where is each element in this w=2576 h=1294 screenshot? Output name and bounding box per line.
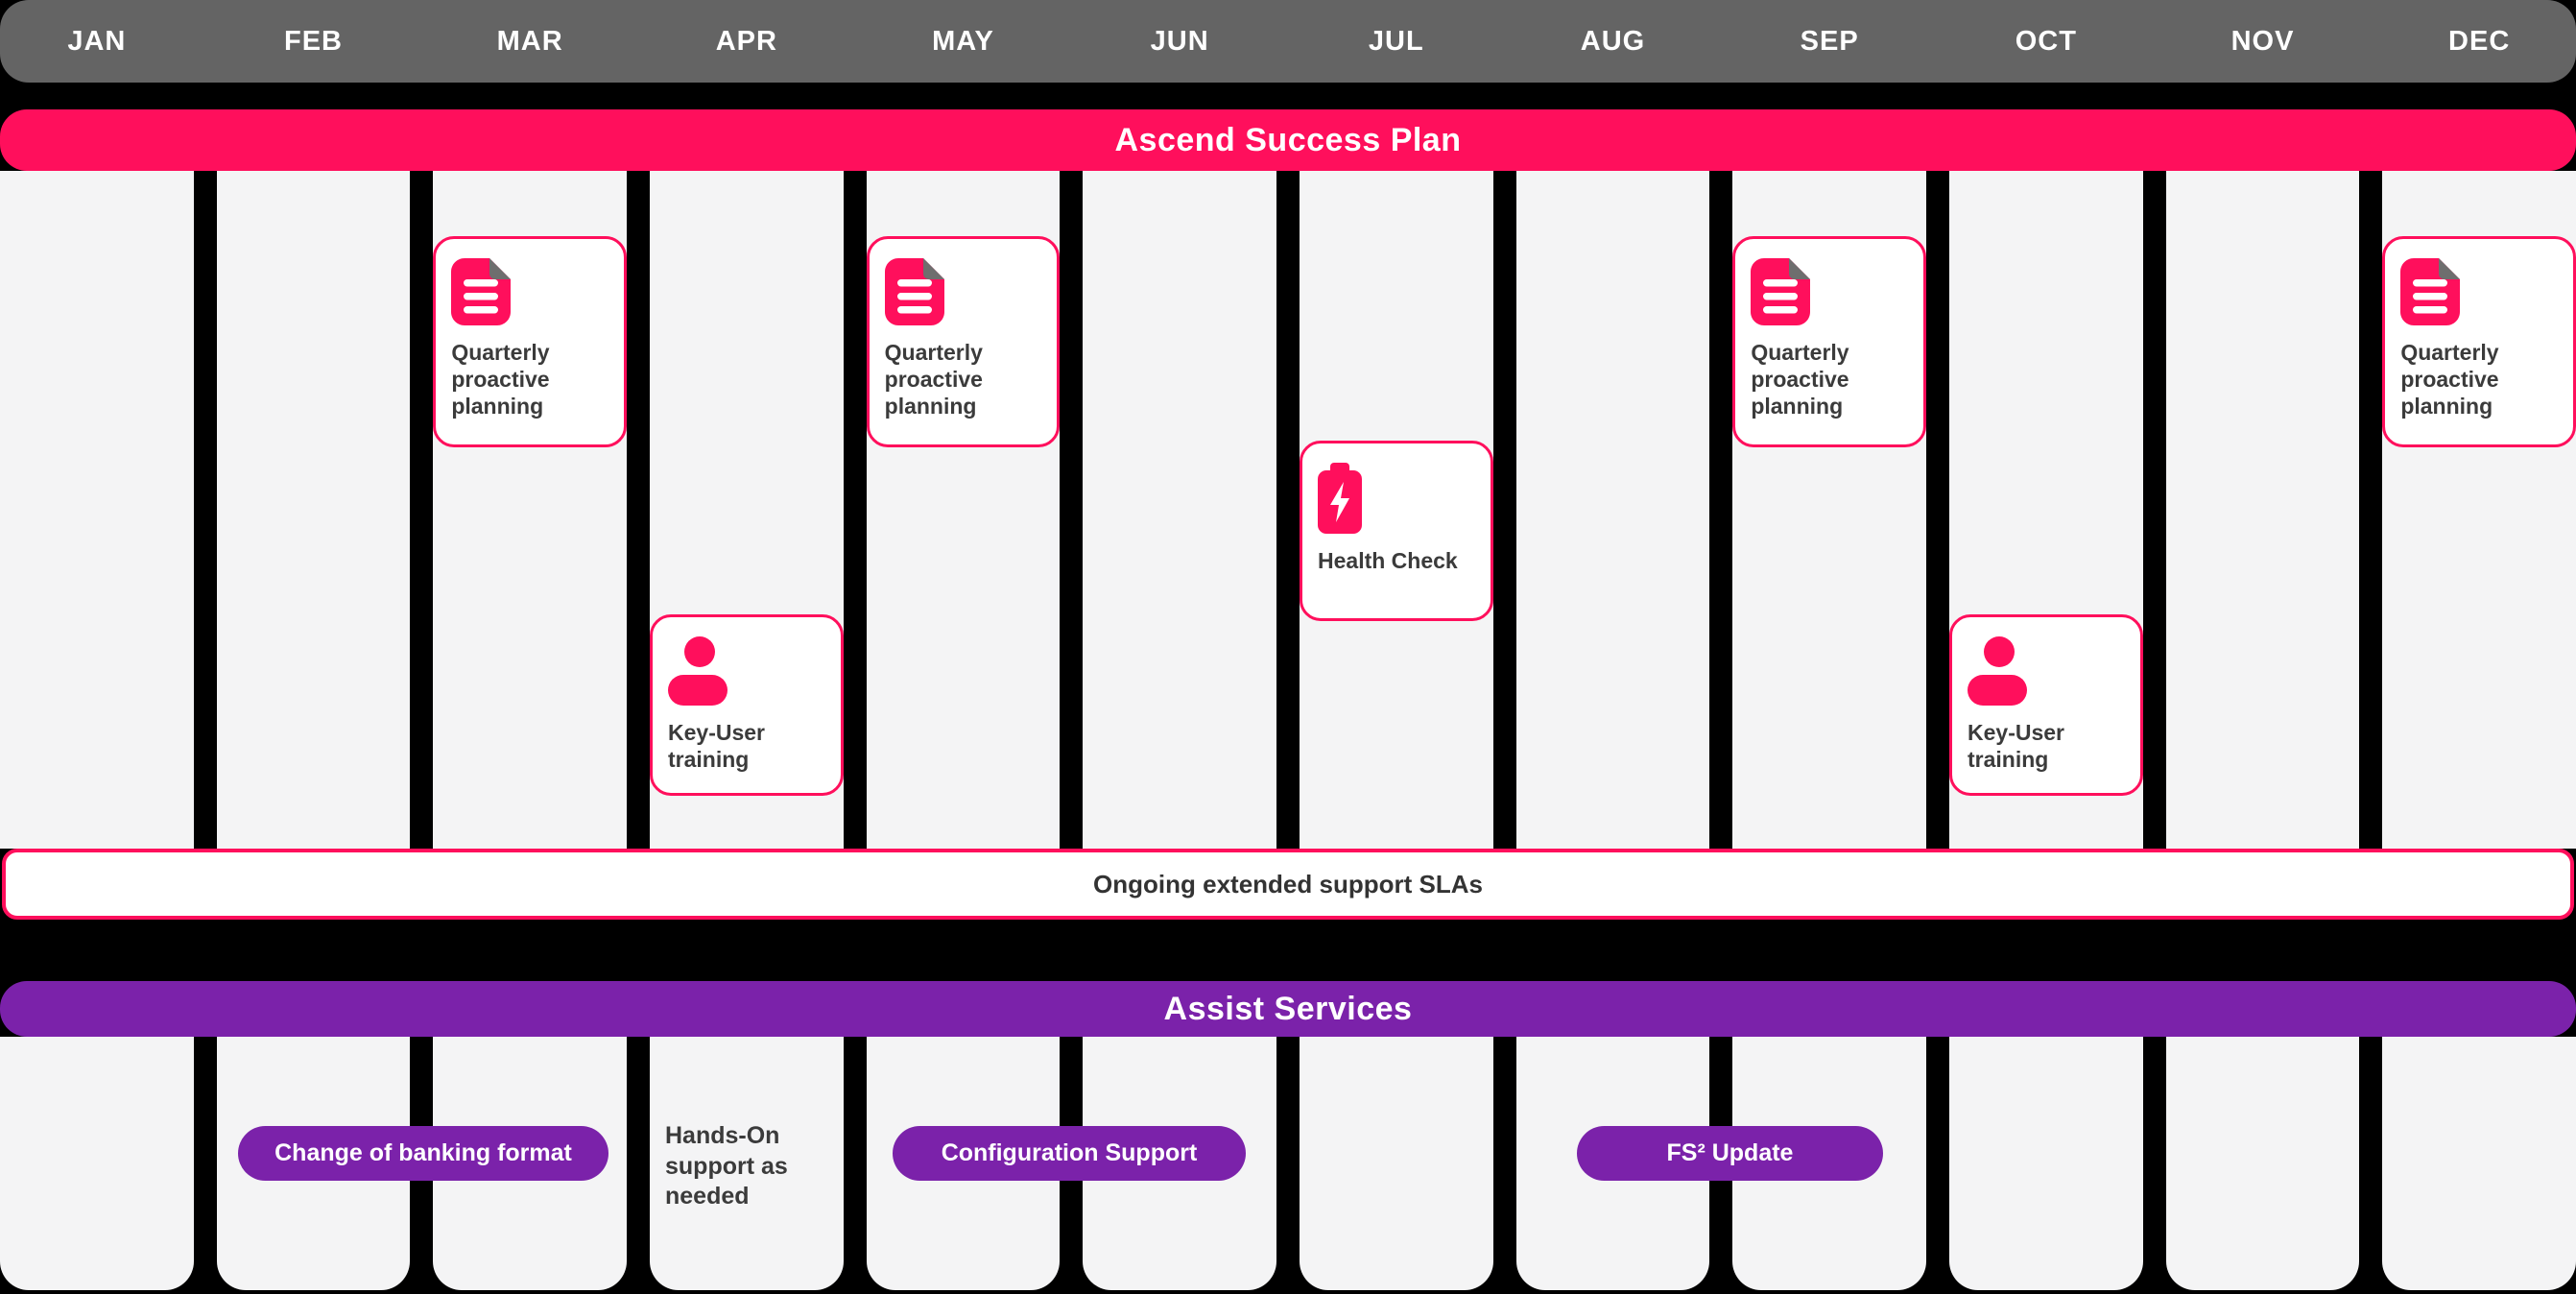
service-pill-label: FS² Update bbox=[1666, 1139, 1794, 1166]
event-card-label: Key-User training bbox=[668, 720, 765, 773]
document-icon bbox=[451, 258, 608, 325]
hands-on-support-note: Hands-On support as needed bbox=[665, 1122, 788, 1210]
service-pill-label: Configuration Support bbox=[941, 1139, 1198, 1166]
event-card-label: Quarterly proactive planning bbox=[1751, 340, 1849, 419]
assist-column-nov bbox=[2165, 1037, 2360, 1290]
success-plan-title: Ascend Success Plan bbox=[1114, 121, 1462, 158]
month-label-jan: JAN bbox=[67, 25, 127, 57]
battery-icon bbox=[1318, 463, 1475, 534]
event-card-health-check-jul: Health Check bbox=[1300, 441, 1493, 621]
event-card-quarterly-planning-may: Quarterly proactive planning bbox=[866, 236, 1061, 447]
event-card-key-user-training-apr: Key-User training bbox=[650, 614, 844, 796]
month-label-dec: DEC bbox=[2448, 25, 2511, 57]
event-card-quarterly-planning-mar: Quarterly proactive planning bbox=[433, 236, 627, 447]
event-card-quarterly-planning-dec: Quarterly proactive planning bbox=[2382, 236, 2576, 447]
timeline-column-may: Quarterly proactive planning bbox=[866, 171, 1061, 849]
event-card-quarterly-planning-sep: Quarterly proactive planning bbox=[1732, 236, 1926, 447]
month-label-apr: APR bbox=[715, 25, 777, 57]
month-label-jun: JUN bbox=[1150, 25, 1209, 57]
timeline-column-aug bbox=[1515, 171, 1710, 849]
month-label-aug: AUG bbox=[1580, 25, 1646, 57]
success-plan-banner: Ascend Success Plan bbox=[0, 109, 2576, 171]
service-pill-change-of-banking-format: Change of banking format bbox=[238, 1126, 608, 1181]
document-icon bbox=[885, 258, 1042, 325]
timeline-column-jun bbox=[1083, 171, 1276, 849]
person-icon bbox=[668, 636, 825, 706]
month-label-nov: NOV bbox=[2230, 25, 2295, 57]
month-label-sep: SEP bbox=[1800, 25, 1859, 57]
event-card-key-user-training-oct: Key-User training bbox=[1949, 614, 2143, 796]
timeline-column-feb bbox=[216, 171, 411, 849]
assist-column-dec bbox=[2382, 1037, 2576, 1290]
timeline-column-mar: Quarterly proactive planning bbox=[433, 171, 627, 849]
timeline-column-nov bbox=[2165, 171, 2360, 849]
timeline-column-oct: Key-User training bbox=[1949, 171, 2143, 849]
assist-column-apr bbox=[650, 1037, 844, 1290]
assist-services-title: Assist Services bbox=[1163, 990, 1413, 1027]
service-pill-fs2-update: FS² Update bbox=[1577, 1126, 1883, 1181]
document-icon bbox=[1751, 258, 1908, 325]
person-icon bbox=[1968, 636, 2125, 706]
month-label-feb: FEB bbox=[283, 25, 343, 57]
service-pill-label: Change of banking format bbox=[274, 1139, 572, 1166]
month-label-may: MAY bbox=[932, 25, 994, 57]
assist-column-jan bbox=[0, 1037, 194, 1290]
sla-bar: Ongoing extended support SLAs bbox=[2, 849, 2574, 920]
month-header-bar: JAN FEB MAR APR MAY JUN JUL AUG SEP OCT … bbox=[0, 0, 2576, 83]
event-card-label: Health Check bbox=[1318, 548, 1458, 573]
event-card-label: Quarterly proactive planning bbox=[451, 340, 550, 419]
success-plan-lanes: Quarterly proactive planning Key-User tr… bbox=[0, 171, 2576, 849]
event-card-label: Key-User training bbox=[1968, 720, 2064, 773]
timeline-column-sep: Quarterly proactive planning bbox=[1732, 171, 1926, 849]
assist-column-jul bbox=[1300, 1037, 1493, 1290]
timeline-column-jul: Health Check bbox=[1300, 171, 1493, 849]
event-card-label: Quarterly proactive planning bbox=[2400, 340, 2499, 419]
month-label-jul: JUL bbox=[1368, 25, 1424, 57]
sla-bar-label: Ongoing extended support SLAs bbox=[1093, 869, 1483, 899]
document-icon bbox=[2400, 258, 2558, 325]
timeline-column-dec: Quarterly proactive planning bbox=[2382, 171, 2576, 849]
assist-column-oct bbox=[1949, 1037, 2143, 1290]
service-pill-configuration-support: Configuration Support bbox=[893, 1126, 1246, 1181]
month-label-oct: OCT bbox=[2015, 25, 2077, 57]
event-card-label: Quarterly proactive planning bbox=[884, 340, 983, 419]
timeline-column-apr: Key-User training bbox=[650, 171, 844, 849]
month-label-mar: MAR bbox=[496, 25, 563, 57]
assist-services-banner: Assist Services bbox=[0, 981, 2576, 1037]
timeline-column-jan bbox=[0, 171, 194, 849]
